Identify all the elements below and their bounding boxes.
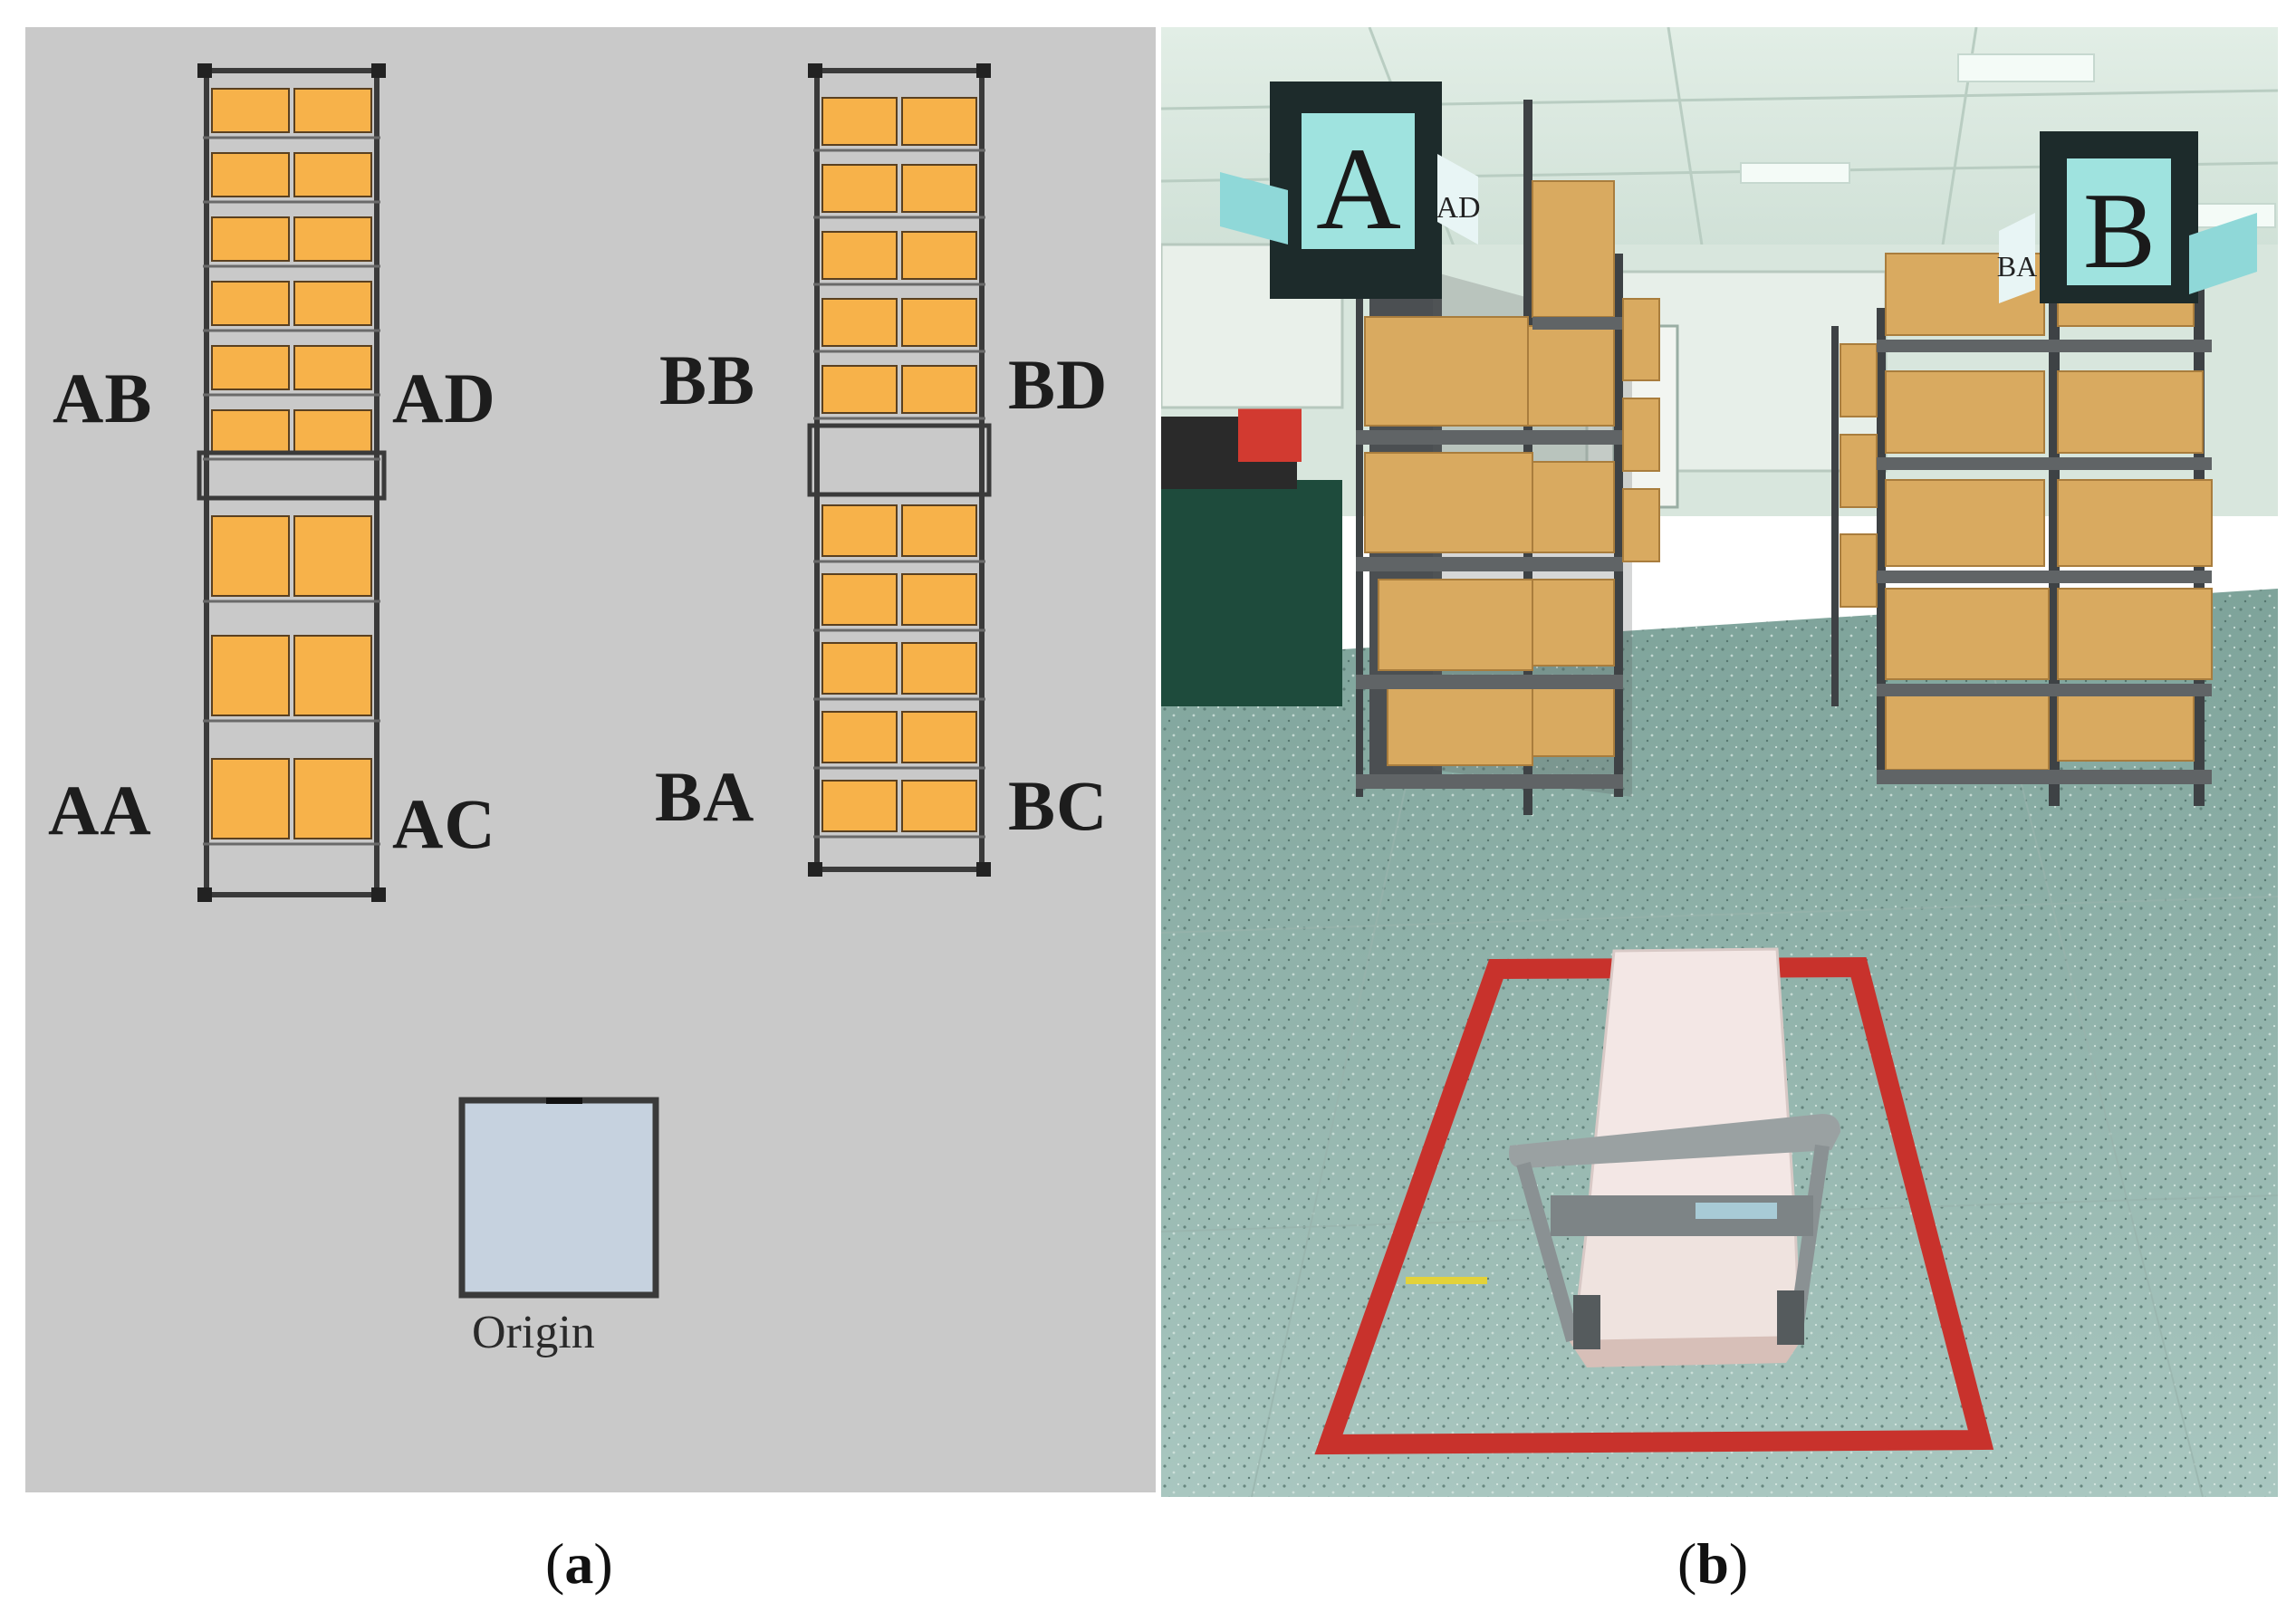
box xyxy=(211,758,290,839)
rack-a-label-ac: AC xyxy=(392,784,496,863)
box xyxy=(901,231,977,280)
box xyxy=(821,573,898,626)
box xyxy=(211,216,290,262)
box xyxy=(293,635,372,716)
box xyxy=(901,780,977,832)
shelf-a: A AD xyxy=(1220,82,1632,815)
sign-a-letter: A xyxy=(1316,124,1401,254)
box xyxy=(293,152,372,197)
box xyxy=(901,365,977,414)
box xyxy=(821,97,898,146)
origin-label: Origin xyxy=(472,1307,595,1358)
box xyxy=(821,298,898,347)
rack-post xyxy=(808,862,822,877)
layout-diagram xyxy=(197,63,992,1299)
box xyxy=(901,711,977,763)
box xyxy=(821,711,898,763)
box xyxy=(901,504,977,557)
rack-post xyxy=(197,63,212,78)
box xyxy=(211,515,290,597)
cart xyxy=(1509,947,1840,1367)
box xyxy=(821,780,898,832)
box xyxy=(211,635,290,716)
caption-a: (a) xyxy=(545,1531,613,1596)
rack-b-label-bc: BC xyxy=(1008,766,1109,845)
rack-b-label-bb: BB xyxy=(659,341,756,419)
rack-a-label-aa: AA xyxy=(48,771,152,849)
rack-post xyxy=(976,862,991,877)
rack-gap-frame xyxy=(197,450,387,501)
left-desk xyxy=(1161,480,1342,706)
box xyxy=(821,365,898,414)
box xyxy=(293,758,372,839)
rack-a xyxy=(197,63,387,902)
box xyxy=(293,281,372,326)
box xyxy=(901,298,977,347)
rack-gap-frame xyxy=(807,423,992,497)
box xyxy=(901,164,977,213)
rack-b-label-ba: BA xyxy=(655,757,755,836)
box xyxy=(293,345,372,390)
rack-post xyxy=(371,63,386,78)
sign-b-side-label: BA xyxy=(1997,250,2037,283)
shelf-b: B BA xyxy=(1831,131,2257,806)
box xyxy=(293,409,372,455)
rack-b xyxy=(807,63,992,877)
warehouse-photo-panel: A AD xyxy=(1161,27,2278,1497)
rack-a-label-ad: AD xyxy=(392,359,496,437)
box xyxy=(211,281,290,326)
sign-b-letter: B xyxy=(2083,170,2156,291)
box xyxy=(901,642,977,695)
rack-post xyxy=(808,63,822,78)
box xyxy=(901,573,977,626)
rack-b-label-bd: BD xyxy=(1008,345,1109,424)
shelf-a-rear xyxy=(1622,298,1660,562)
box xyxy=(821,642,898,695)
red-device xyxy=(1238,408,1302,462)
sign-a-side-label: AD xyxy=(1436,191,1480,225)
rack-post xyxy=(976,63,991,78)
rack-post xyxy=(371,887,386,902)
box xyxy=(211,345,290,390)
box xyxy=(821,231,898,280)
caption-b: (b) xyxy=(1677,1531,1749,1596)
box xyxy=(821,504,898,557)
box xyxy=(293,515,372,597)
box xyxy=(293,88,372,133)
box xyxy=(901,97,977,146)
box xyxy=(211,152,290,197)
box xyxy=(211,409,290,455)
rack-post xyxy=(197,887,212,902)
box xyxy=(821,164,898,213)
box xyxy=(293,216,372,262)
origin-station xyxy=(458,1097,659,1299)
warehouse-scene: A AD xyxy=(1161,27,2278,1497)
layout-diagram-panel: AB AD AA AC BB BD BA BC Origin xyxy=(25,27,1156,1492)
rack-a-label-ab: AB xyxy=(53,359,153,437)
box xyxy=(211,88,290,133)
